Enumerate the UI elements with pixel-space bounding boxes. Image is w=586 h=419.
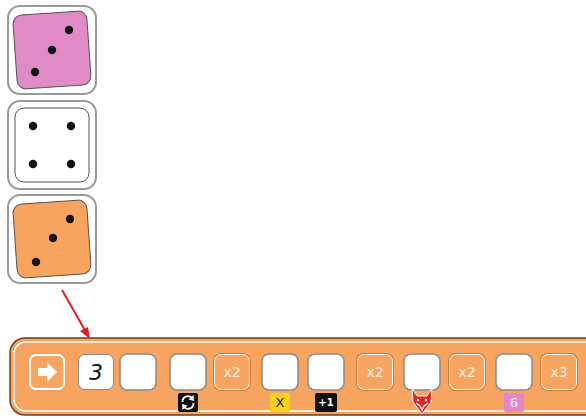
cell-text: x3 — [550, 364, 567, 380]
track-inner — [14, 342, 586, 411]
white-die — [8, 101, 96, 189]
empty-cells — [120, 354, 532, 390]
reroll-icon — [178, 393, 198, 412]
multiplier-cell: x2 — [357, 354, 393, 390]
multiplier-cell: x3 — [541, 354, 577, 390]
multiplier-cell: x2 — [449, 354, 485, 390]
bonus-badge: +1 — [315, 393, 337, 412]
fox-icon — [412, 388, 432, 414]
cell-text: x2 — [366, 364, 383, 380]
multiplier-cell: x2 — [214, 354, 250, 390]
bonus-badge: X — [270, 393, 290, 412]
start-arrow — [30, 355, 64, 389]
cell-text: X — [276, 395, 285, 410]
bonus-badge: 6 — [504, 393, 524, 412]
cell-text: x2 — [458, 364, 475, 380]
cell-text: x2 — [223, 364, 240, 380]
track-bar — [10, 338, 586, 415]
pink-die — [8, 6, 96, 94]
pointer-arrow — [62, 290, 90, 339]
orange-die — [8, 195, 96, 283]
cell-text: 3 — [89, 360, 103, 385]
number-cell: 3 — [78, 354, 114, 390]
cell-text: +1 — [318, 397, 333, 408]
cell-text: 6 — [510, 395, 518, 410]
